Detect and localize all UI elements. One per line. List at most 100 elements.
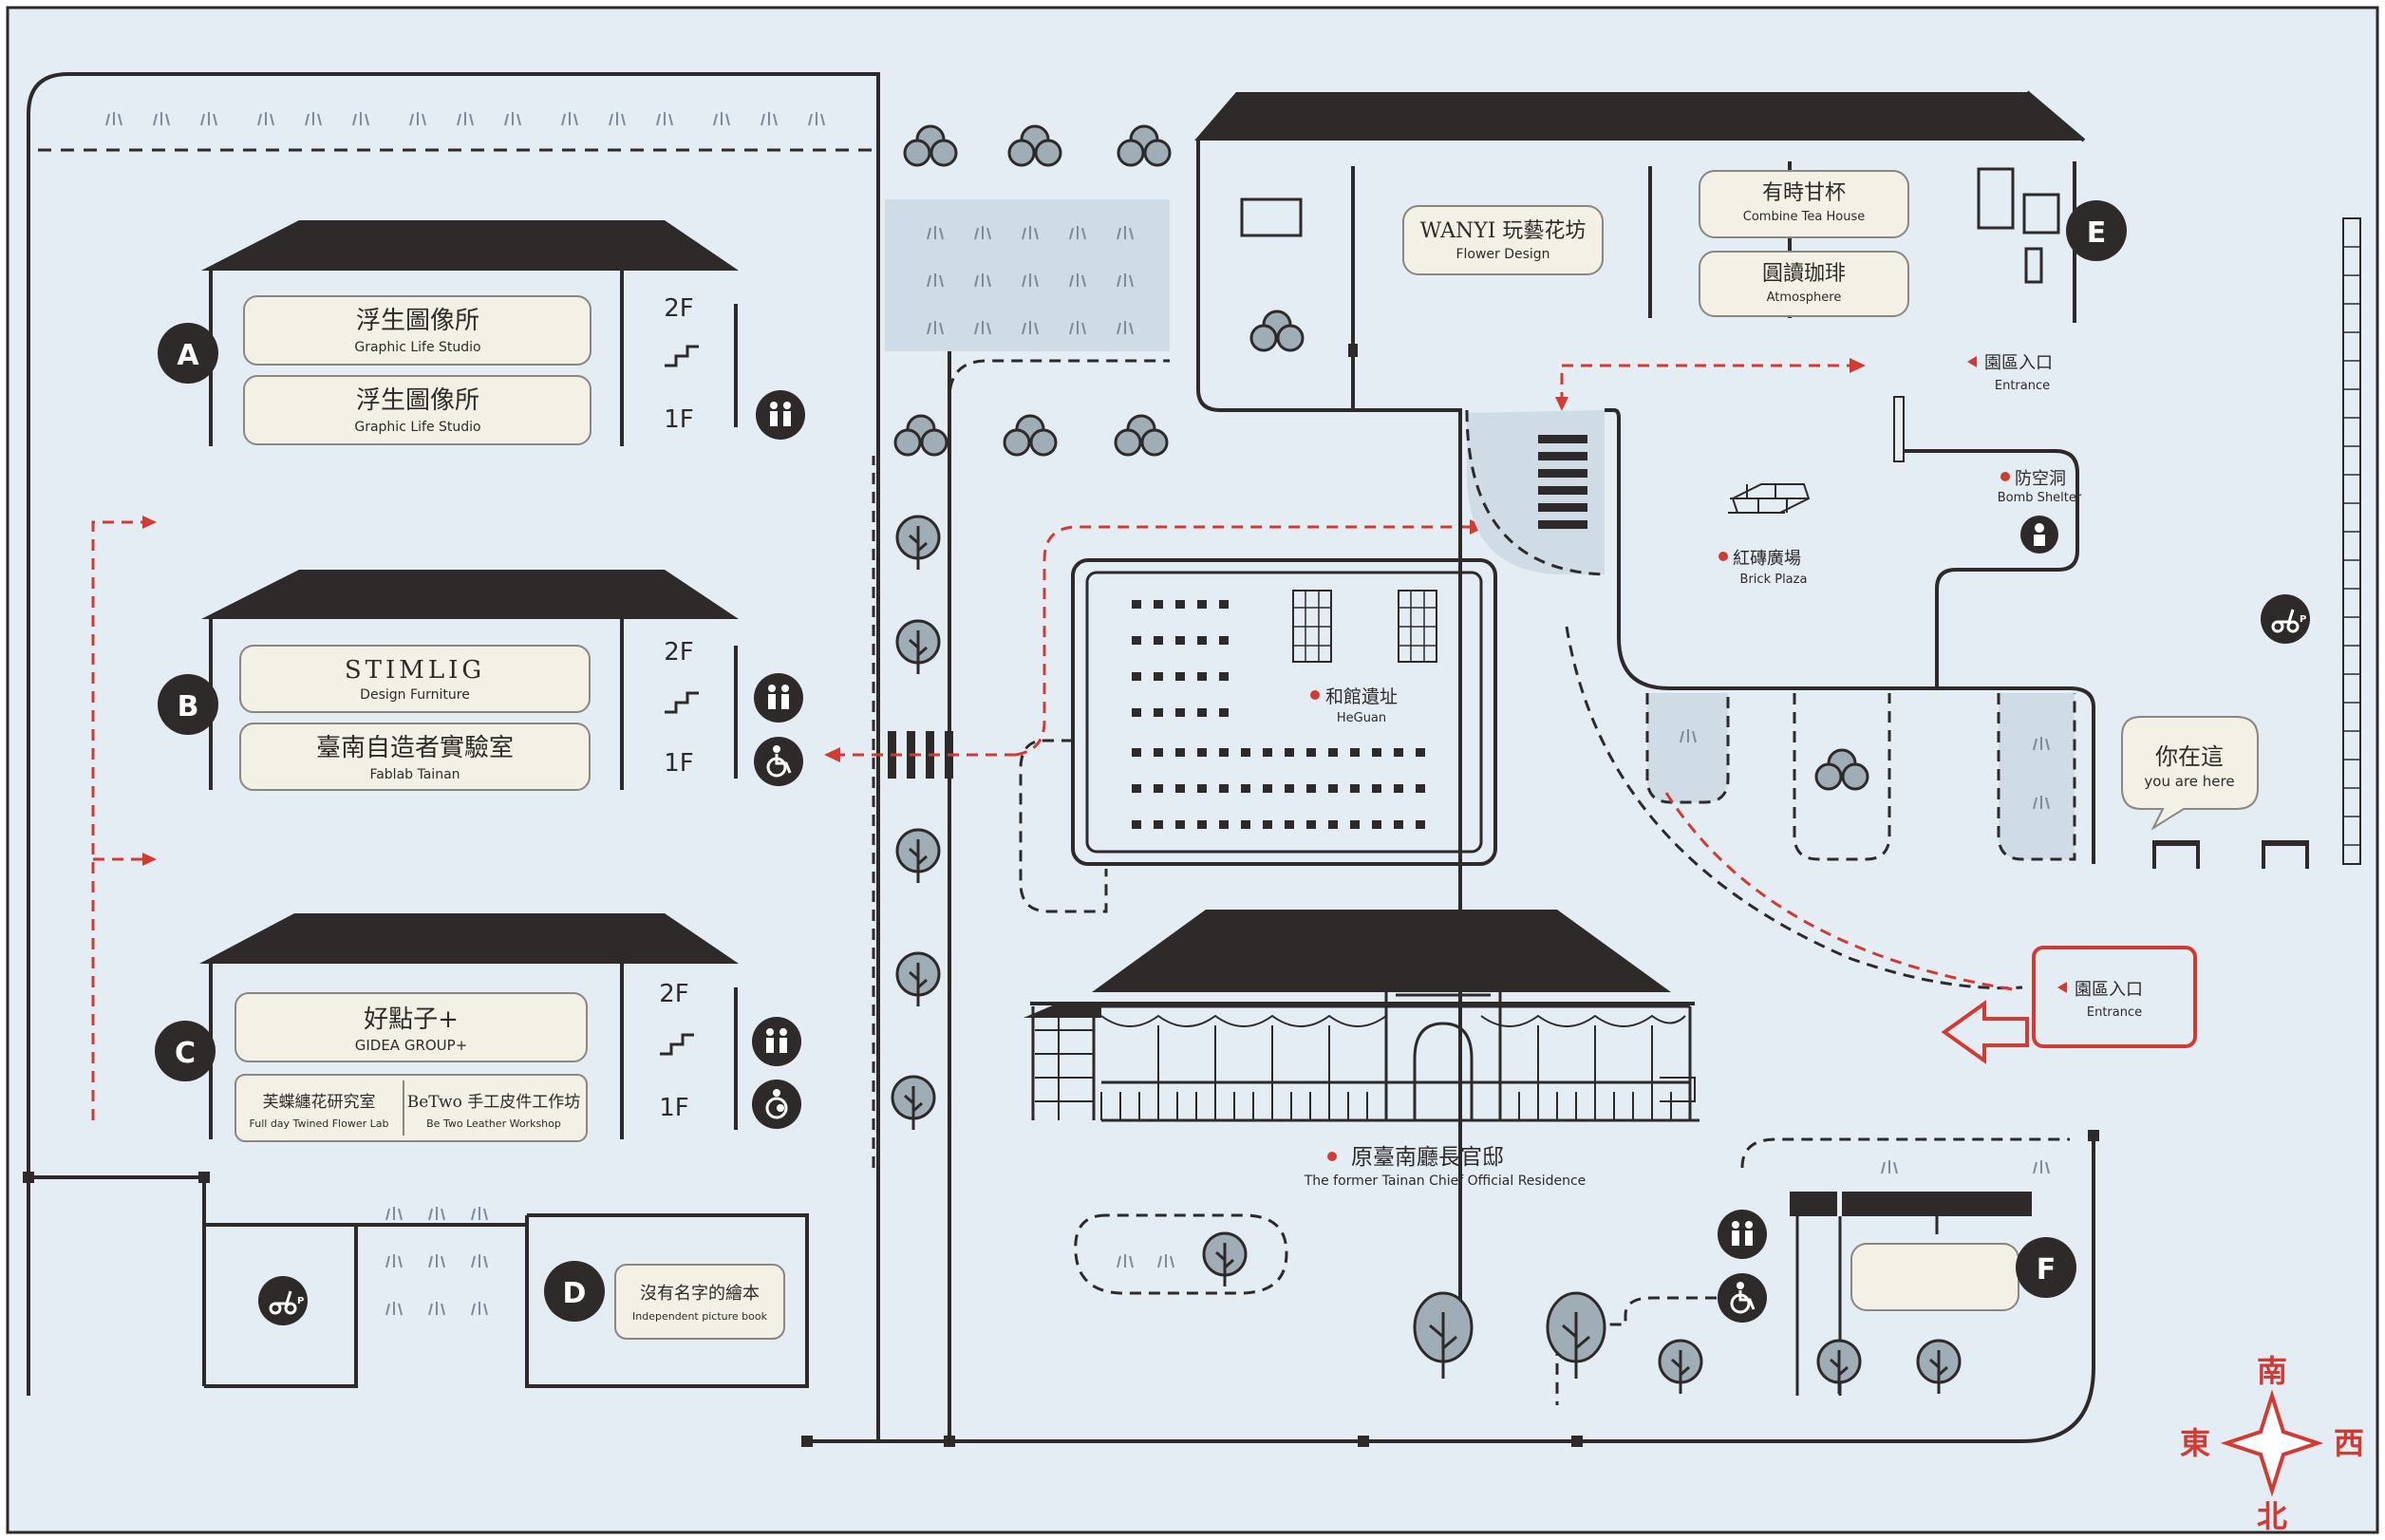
scooter-parking-icon: P [258,1276,308,1325]
building-c-floor-2f: 2F [659,980,689,1008]
bomb-shelter-en: Bomb Shelter [1998,491,2082,505]
building-f-letter: F [2037,1253,2056,1286]
heguan-label-en: HeGuan [1337,711,1386,725]
building-c: C 好點子+ GIDEA GROUP+ 芙蝶纏花研究室 Full day Twi… [155,913,801,1142]
svg-text:P: P [2300,614,2306,625]
building-d-sign-zh: 沒有名字的繪本 [640,1284,760,1304]
building-c-sign-left-zh: 芙蝶纏花研究室 [263,1093,376,1112]
you-are-here-marker: 你在這 you are here [2121,716,2259,831]
building-f: F [1740,1137,2076,1396]
building-e-marker [2066,200,2127,261]
compass-west: 西 [2334,1425,2364,1461]
building-c-marker [155,1021,216,1081]
lawn [885,199,1170,351]
path-area [1467,410,1605,574]
residence-building: 原臺南廳長官邸 The former Tainan Chief Official… [1023,910,1700,1189]
building-b-sign-top-en: Design Furniture [360,687,470,703]
building-a-sign-top-zh: 浮生圖像所 [356,307,479,335]
building-c-floor-1f: 1F [659,1094,689,1122]
entrance-top-zh: 園區入口 [1984,353,2053,373]
building-a: A 浮生圖像所 Graphic Life Studio 浮生圖像所 Graphi… [158,220,805,446]
building-e-wanyi-en: Flower Design [1455,247,1549,262]
building-e-wanyi-zh: WANYI 玩藝花坊 [1420,219,1587,243]
brick-plaza-zh: 紅磚廣場 [1733,549,1801,569]
building-c-sign-top-zh: 好點子+ [364,1005,459,1034]
building-e-tea-en: Combine Tea House [1743,210,1866,224]
building-d-letter: D [563,1277,587,1310]
entrance-bottom-zh: 園區入口 [2075,980,2143,1000]
building-b-sign-bottom-en: Fablab Tainan [369,767,460,782]
right-fence [2342,217,2361,865]
entrance-highlight-box [2032,946,2197,1048]
stairs-icon [660,1033,694,1056]
residence-label-zh: 原臺南廳長官邸 [1351,1145,1504,1170]
scooter-parking-icon: P [2261,594,2310,644]
building-a-floor-1f: 1F [664,405,694,434]
stairs-icon [665,691,699,714]
svg-text:P: P [297,1296,304,1306]
restroom-icon [1718,1210,1767,1259]
building-d: D 沒有名字的繪本 Independent picture book [544,1261,785,1340]
building-a-sign-bottom-en: Graphic Life Studio [354,420,480,435]
building-c-letter: C [175,1037,196,1070]
restroom-icon [754,673,803,723]
compass-rose: 南 北 東 西 [2180,1353,2364,1534]
building-b: B STIMLIG Design Furniture 臺南自造者實驗室 Fabl… [158,570,803,791]
you-are-here-en: you are here [2144,773,2234,790]
building-a-letter: A [177,339,199,372]
entrance-arrow-icon [1941,1000,2029,1064]
building-b-floor-1f: 1F [664,749,694,778]
building-b-sign-top-zh: STIMLIG [345,656,485,685]
building-c-sign-top-en: GIDEA GROUP+ [355,1037,468,1054]
building-f-marker [2016,1237,2076,1298]
building-e-letter: E [2087,216,2107,250]
you-are-here-zh: 你在這 [2155,743,2224,770]
building-b-floor-2f: 2F [664,638,694,667]
plaza-road [1605,397,2095,864]
restroom-icon [752,1017,801,1066]
wheelchair-icon [1718,1273,1767,1323]
stairs-icon [665,345,699,367]
building-b-sign-bottom-zh: 臺南自造者實驗室 [316,734,514,762]
building-e-coffee-zh: 圓讀珈琲 [1762,262,1846,286]
compass-south: 南 [2257,1353,2287,1389]
compass-east: 東 [2180,1425,2210,1461]
bomb-shelter: 防空洞 Bomb Shelter [1998,469,2082,554]
building-b-marker [158,674,218,735]
bomb-shelter-zh: 防空洞 [2015,469,2066,489]
entrance-bottom-en: Entrance [2087,1005,2142,1020]
route-to-plaza [1015,525,1476,757]
lawn-strips [1645,693,2076,861]
building-a-sign-bottom-zh: 浮生圖像所 [356,386,479,415]
route-arrows-left [91,520,152,1120]
restroom-icon [756,390,805,440]
brick-plaza: 紅磚廣場 Brick Plaza [1718,483,1811,587]
bottom-road [807,1130,2095,1443]
building-f-sign [1850,1243,2019,1311]
building-c-sign-left-en: Full day Twined Flower Lab [250,1117,389,1130]
bench [2152,840,2309,869]
building-e-row: E WANYI 玩藝花坊 Flower Design 有時甘杯 Combine … [1194,90,2127,1301]
entrance-bottom: 園區入口 Entrance [1941,946,2197,1064]
compass-north: 北 [2257,1498,2287,1534]
building-a-marker [158,323,218,384]
building-a-sign-top-en: Graphic Life Studio [354,340,480,355]
entrance-top: 園區入口 Entrance [1967,353,2053,393]
building-a-floor-2f: 2F [664,294,694,323]
residence-label-en: The former Tainan Chief Official Residen… [1304,1174,1587,1189]
building-e-coffee-en: Atmosphere [1767,291,1842,305]
route-to-entrance [1664,792,2014,991]
crosswalk-plaza [1538,435,1587,529]
wheelchair-icon [754,737,803,786]
building-e-tea-zh: 有時甘杯 [1762,181,1846,205]
building-c-sign-right-zh: BeTwo 手工皮件工作坊 [407,1093,580,1112]
entrance-top-en: Entrance [1995,379,2050,393]
building-d-marker [544,1261,605,1322]
heguan-site: 和館遺址 HeGuan [1071,558,1497,866]
building-c-sign-right-en: Be Two Leather Workshop [426,1117,561,1130]
building-d-sign-en: Independent picture book [632,1310,768,1323]
heguan-label-zh: 和館遺址 [1325,686,1398,707]
brick-plaza-en: Brick Plaza [1740,573,1808,587]
building-b-letter: B [178,690,199,723]
